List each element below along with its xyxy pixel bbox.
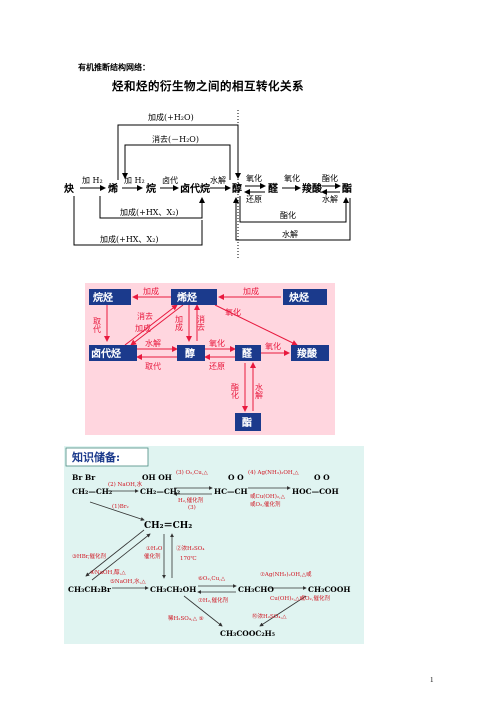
r3-ag: ⑦Ag(NH₃)₂OH,△或 (260, 570, 312, 578)
label-oxid-a: 氧化 (209, 338, 225, 348)
r3-naoh: ⑤NaOH,水,△ (110, 577, 146, 585)
node-alkene: 烯 (108, 182, 118, 195)
label-subst-a: 取代 (93, 317, 102, 334)
r3-h2: ⑦H₂,催化剂 (198, 596, 229, 604)
r1-cuoh: 或Cu(OH)₂,△ (250, 492, 286, 500)
r3-o2cu: ⑥O₂,Cu,△ (198, 575, 226, 582)
node-ester-box: 酯 (242, 416, 252, 429)
label-add-h2-b: 加 H₂ (124, 175, 145, 185)
label-add-h2-a: 加 H₂ (82, 175, 103, 185)
r1-diacid-top: O O (314, 473, 330, 482)
r1-h2: H₂,催化剂 (178, 496, 204, 504)
acetic-acid: CH₃COOH (308, 585, 350, 594)
label-add-vert: 加成 (175, 314, 184, 332)
relation-diagram-2: 烷烃 烯烃 炔烃 卤代烃 醇 醛 羧酸 酯 加成 加成 取代 消去 加成 加成 … (85, 283, 335, 435)
label-add-hx-b: 加成(+HX、X₂) (100, 234, 159, 244)
r1-diol: CH₂—CH₂ (140, 487, 180, 496)
label-oxid-diag: 氧化 (225, 307, 241, 317)
label-reduc: 还原 (209, 361, 225, 371)
node-alkyne-box: 炔烃 (289, 291, 309, 304)
node-alkyne: 炔 (64, 182, 74, 195)
r1-br2: (1)Br₂ (112, 503, 129, 510)
page-title: 烃和烃的衍生物之间的相互转化关系 (112, 79, 304, 93)
node-ester: 酯 (342, 182, 352, 195)
knowledge-label: 知识储备: (71, 450, 120, 464)
r3-cuoh: Cu(OH)₂,△或O₂,催化剂 (270, 594, 330, 602)
label-hydrolysis: 水解 (210, 175, 226, 185)
label-add-left: 加成 (143, 286, 159, 296)
r1-ag: (4) Ag(NH₃)₂OH,△ (248, 469, 299, 476)
label-hydrolysis-c: 水解 (282, 229, 298, 239)
label-hydrolysis-b: 水解 (322, 194, 338, 204)
r1-dibromo-top: Br Br (72, 473, 96, 482)
ethanol: CH₃CH₂OH (150, 585, 196, 594)
label-add-water: 加成(+H₂O) (148, 112, 194, 122)
bromoethane: CH₃CH₂Br (68, 585, 112, 594)
label-reduction: 还原 (246, 194, 262, 204)
label-hydro-b: 水解 (255, 382, 264, 400)
ethyl-acetate: CH₃COOC₂H₅ (220, 629, 275, 638)
node-alcohol-box: 醇 (185, 347, 195, 360)
label-subst-b: 取代 (145, 361, 161, 371)
naoh-alcohol: ④NaOH,醇,△ (90, 568, 126, 576)
dilute-h2so4: 稀H₂SO₄,△ ⑨ (168, 614, 204, 622)
relation-diagram-1: 加成(+H₂O) 消去(－H₂O) 加 H₂ 加 H₂ 卤代 水解 氧化 还原 … (64, 110, 352, 260)
node-alkane: 烷 (146, 182, 156, 195)
label-elim-water: 消去(－H₂O) (152, 134, 199, 144)
temp-170: 170℃ (180, 555, 197, 562)
node-aldehyde: 醛 (268, 182, 279, 195)
r1-dial-top: O O (228, 473, 244, 482)
label-elim-diag: 消去 (137, 311, 153, 321)
r1-diol-top: OH OH (142, 473, 172, 482)
label-oxidation-b: 氧化 (284, 173, 300, 183)
node-aldehyde-box: 醛 (242, 347, 253, 360)
label-esterify-b: 酯化 (280, 210, 296, 220)
network-heading: 有机推断结构网络： (78, 63, 150, 72)
knowledge-scheme: 知识储备: Br Br CH₂—CH₂ OH OH CH₂—CH₂ O O HC… (64, 446, 364, 644)
label-elim-vert: 消去 (197, 314, 206, 332)
hbr-cat: ③HBr,催化剂 (72, 552, 107, 560)
label-add-right: 加成 (243, 286, 259, 296)
catalyst-label: 催化剂 (144, 552, 161, 560)
conc-h2so4: ②浓H₂SO₄ (176, 544, 205, 552)
label-subst: 卤代 (162, 175, 178, 185)
acetaldehyde: CH₃CHO (238, 585, 274, 594)
node-alcohol: 醇 (232, 182, 242, 195)
label-oxid-b: 氧化 (265, 341, 281, 351)
node-haloalkane-box: 卤代烃 (91, 347, 121, 360)
node-acid: 羧酸 (302, 182, 323, 195)
conc-h2so4-2: ⑩浓H₂SO₄,△ (252, 612, 287, 620)
node-alkene-box: 烯烃 (177, 291, 197, 304)
label-esterify-a: 酯化 (322, 173, 338, 183)
node-alkane-box: 烷烃 (93, 291, 113, 304)
node-haloalkane: 卤代烷 (180, 182, 210, 195)
water-label: ①H₂O (146, 545, 163, 552)
label-oxidation-a: 氧化 (246, 173, 262, 183)
label-add-diag: 加成 (135, 323, 151, 333)
r1-o2-cat: 或O₂,催化剂 (250, 500, 281, 508)
label-add-hx-a: 加成(+HX、X₂) (120, 207, 179, 217)
ethene: CH₂＝CH₂ (144, 521, 192, 531)
label-hydrolysis-2: 水解 (145, 338, 161, 348)
r1-o2cu: (3) O₂,Cu,△ (176, 469, 209, 476)
page-number: 1 (430, 676, 434, 684)
r1-diacid: HOC—COH (292, 487, 339, 496)
node-acid-box: 羧酸 (297, 347, 318, 360)
label-esterify: 酯化 (231, 383, 240, 400)
r1-naoh: (2) NaOH,水 (108, 480, 143, 488)
r1-dibromo: CH₂—CH₂ (72, 487, 112, 496)
r1-c3b: (3) (188, 504, 196, 511)
r1-dial: HC—CH (214, 487, 248, 496)
